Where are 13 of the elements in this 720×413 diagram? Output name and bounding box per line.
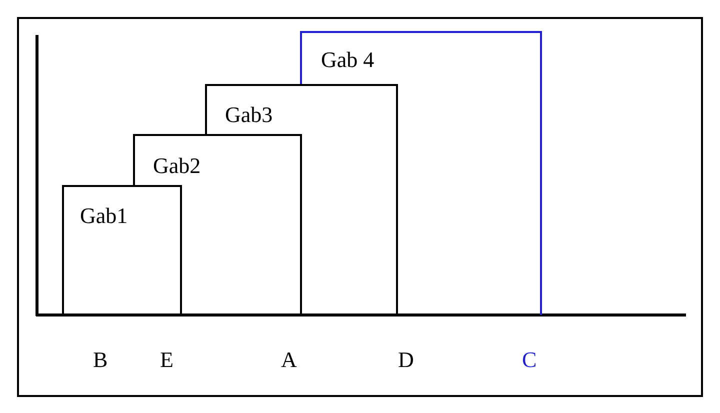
bar-box [205,84,398,315]
axis-label: D [398,349,414,371]
bar-box [62,185,182,315]
bar-label: Gab1 [80,205,128,227]
axis-label: E [160,349,174,371]
bar-label: Gab 4 [321,49,374,71]
axis-label: C [522,349,537,371]
bar-label: Gab2 [153,155,201,177]
axis-label: A [281,349,297,371]
bar-box [300,31,542,315]
bar-box [133,134,302,315]
bar-label: Gab3 [225,104,273,126]
axis-label: B [93,349,108,371]
